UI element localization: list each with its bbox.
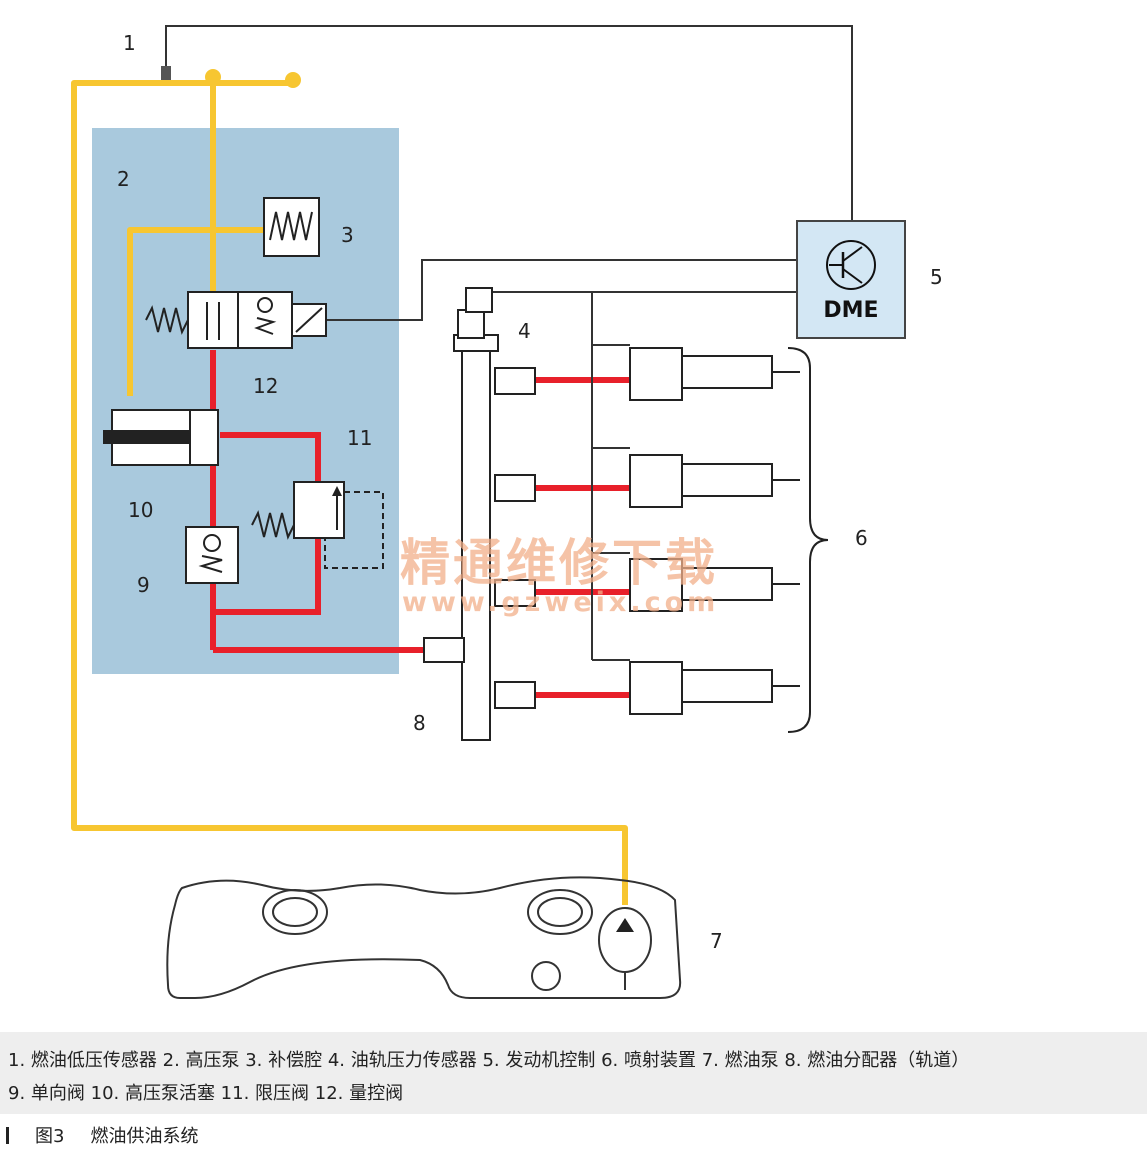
high-pressure-pump-panel xyxy=(92,128,399,674)
dme-control-unit: DME xyxy=(796,220,906,339)
injector-4 xyxy=(494,661,800,715)
injector-1 xyxy=(494,347,800,401)
pressure-limiting-valve xyxy=(251,481,384,569)
label-8: 8 xyxy=(413,711,426,735)
label-12: 12 xyxy=(253,374,278,398)
label-6: 6 xyxy=(855,526,868,550)
fuel-supply-diagram: DME 1 2 3 4 5 6 7 8 9 10 11 12 精通维修下载 ww… xyxy=(71,25,943,999)
figure-number: 图3 xyxy=(35,1126,65,1147)
quantity-control-valve xyxy=(145,291,327,349)
dme-label: DME xyxy=(823,298,878,323)
fuel-pump-arrow xyxy=(616,918,634,932)
label-1: 1 xyxy=(123,31,136,55)
compensation-chamber xyxy=(263,197,320,257)
label-4: 4 xyxy=(518,319,531,343)
label-11: 11 xyxy=(347,426,372,450)
injector-3 xyxy=(494,558,800,612)
figure-title: 燃油供油系统 xyxy=(90,1126,199,1147)
signal-wires xyxy=(165,25,853,661)
check-valve xyxy=(185,526,239,584)
legend-line-2: 9. 单向阀 10. 高压泵活塞 11. 限压阀 12. 量控阀 xyxy=(8,1083,404,1104)
label-5: 5 xyxy=(930,265,943,289)
label-3: 3 xyxy=(341,223,354,247)
low-pressure-sensor xyxy=(161,66,171,80)
fuel-rail xyxy=(423,287,499,741)
injector-2 xyxy=(494,454,800,508)
caption-bar xyxy=(6,1126,9,1144)
fuel-tank xyxy=(166,876,682,999)
watermark-url: www.gzweix.com xyxy=(402,587,719,618)
watermark-title: 精通维修下载 xyxy=(400,534,718,592)
figure-caption: 图3 燃油供油系统 xyxy=(6,1122,198,1148)
label-10: 10 xyxy=(128,498,153,522)
legend: 1. 燃油低压传感器 2. 高压泵 3. 补偿腔 4. 油轨压力传感器 5. 发… xyxy=(0,1032,1147,1114)
label-7: 7 xyxy=(710,929,723,953)
label-2: 2 xyxy=(117,167,130,191)
injectors-bracket xyxy=(787,347,829,733)
pump-piston xyxy=(103,409,219,466)
label-9: 9 xyxy=(137,573,150,597)
legend-line-1: 1. 燃油低压传感器 2. 高压泵 3. 补偿腔 4. 油轨压力传感器 5. 发… xyxy=(8,1050,970,1071)
low-pressure-lines xyxy=(71,69,628,905)
